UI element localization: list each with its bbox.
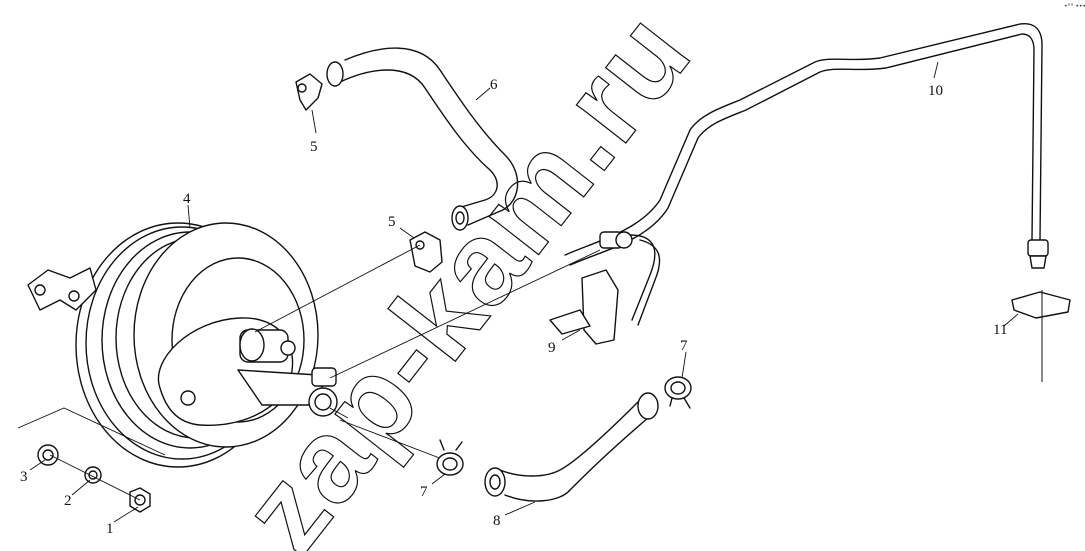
callout-8: 8 [493,513,501,529]
vacuum-hose-8 [484,392,659,502]
leader-2 [71,479,91,496]
brake-booster [75,222,349,468]
vacuum-hose-6 [326,47,519,231]
leader-8 [504,501,536,516]
assembly-line-a [254,244,421,333]
spring-washer-2 [84,466,102,484]
booster-bracket [27,267,97,311]
callout-11: 11 [993,322,1007,338]
callout-1: 1 [106,521,114,537]
fastener-axis-line [49,454,141,501]
callout-3: 3 [20,469,28,485]
assembly-line-c [339,419,451,463]
callout-9: 9 [548,340,556,356]
leader-10 [933,61,939,79]
corner-mark: •°° ••• [1064,3,1085,10]
callout-5a: 5 [310,139,318,155]
clamp-5-upper [295,73,323,111]
washer-axis-line [17,407,166,456]
callout-2: 2 [64,493,72,509]
callout-6: 6 [490,77,498,93]
leader-1 [113,506,139,523]
clamp-7-right [664,376,692,409]
callout-10: 10 [928,83,943,99]
clamp-7-left [436,439,464,476]
leader-3 [29,459,46,471]
leader-7b [681,351,687,379]
callout-4: 4 [183,191,191,207]
assembly-line-b [329,249,601,379]
leader-6 [475,87,491,101]
leader-11 [1003,313,1019,327]
leader-9 [561,329,581,341]
callout-7a: 7 [420,484,428,500]
leader-4 [187,204,191,229]
leader-7a [431,473,446,485]
pipe-clip-11 [1011,290,1071,382]
callout-5b: 5 [388,214,396,230]
clamp-5-lower [409,231,443,273]
check-valve-9 [549,231,661,345]
callout-7b: 7 [680,338,688,354]
leader-5b [399,227,415,239]
flat-washer-3 [37,444,59,466]
leader-5a [311,109,317,134]
